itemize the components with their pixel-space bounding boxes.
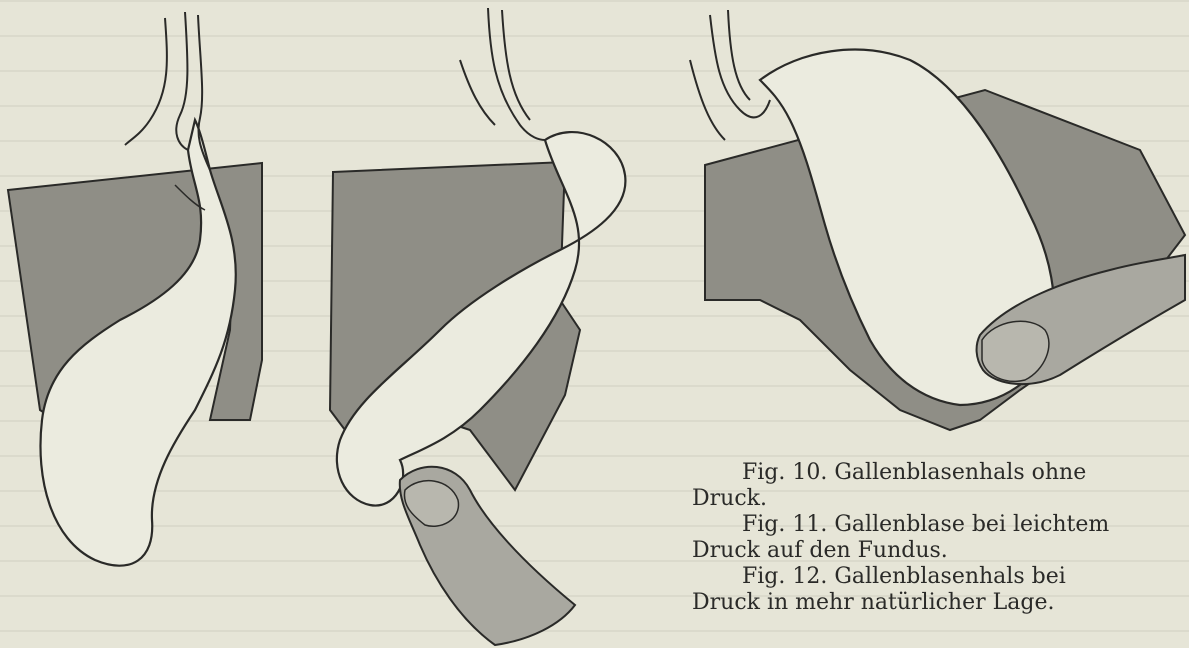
figure-caption: Fig. 10. Gallenblasenhals ohne Druck. Fi… <box>692 460 1172 616</box>
figure-11 <box>330 8 625 645</box>
fig12-duct-a <box>710 15 770 117</box>
fig10-duct-a <box>125 18 167 145</box>
caption-fig12-line2: Druck in mehr natürlicher Lage. <box>692 590 1172 616</box>
caption-fig10-line2: Druck. <box>692 486 1172 512</box>
fig10-duct-b <box>176 12 188 150</box>
fig12-duct-b <box>728 10 750 100</box>
caption-fig11-line2: Druck auf den Fundus. <box>692 538 1172 564</box>
caption-fig10-line1: Fig. 10. Gallenblasenhals ohne <box>692 460 1160 486</box>
figure-12 <box>690 10 1185 430</box>
caption-fig11-line1: Fig. 11. Gallenblase bei leichtem <box>692 512 1172 538</box>
fig11-duct-a <box>488 8 545 140</box>
figure-10 <box>8 12 262 566</box>
caption-fig12-line1: Fig. 12. Gallenblasenhals bei <box>692 564 1172 590</box>
fig11-duct-c <box>460 60 495 125</box>
